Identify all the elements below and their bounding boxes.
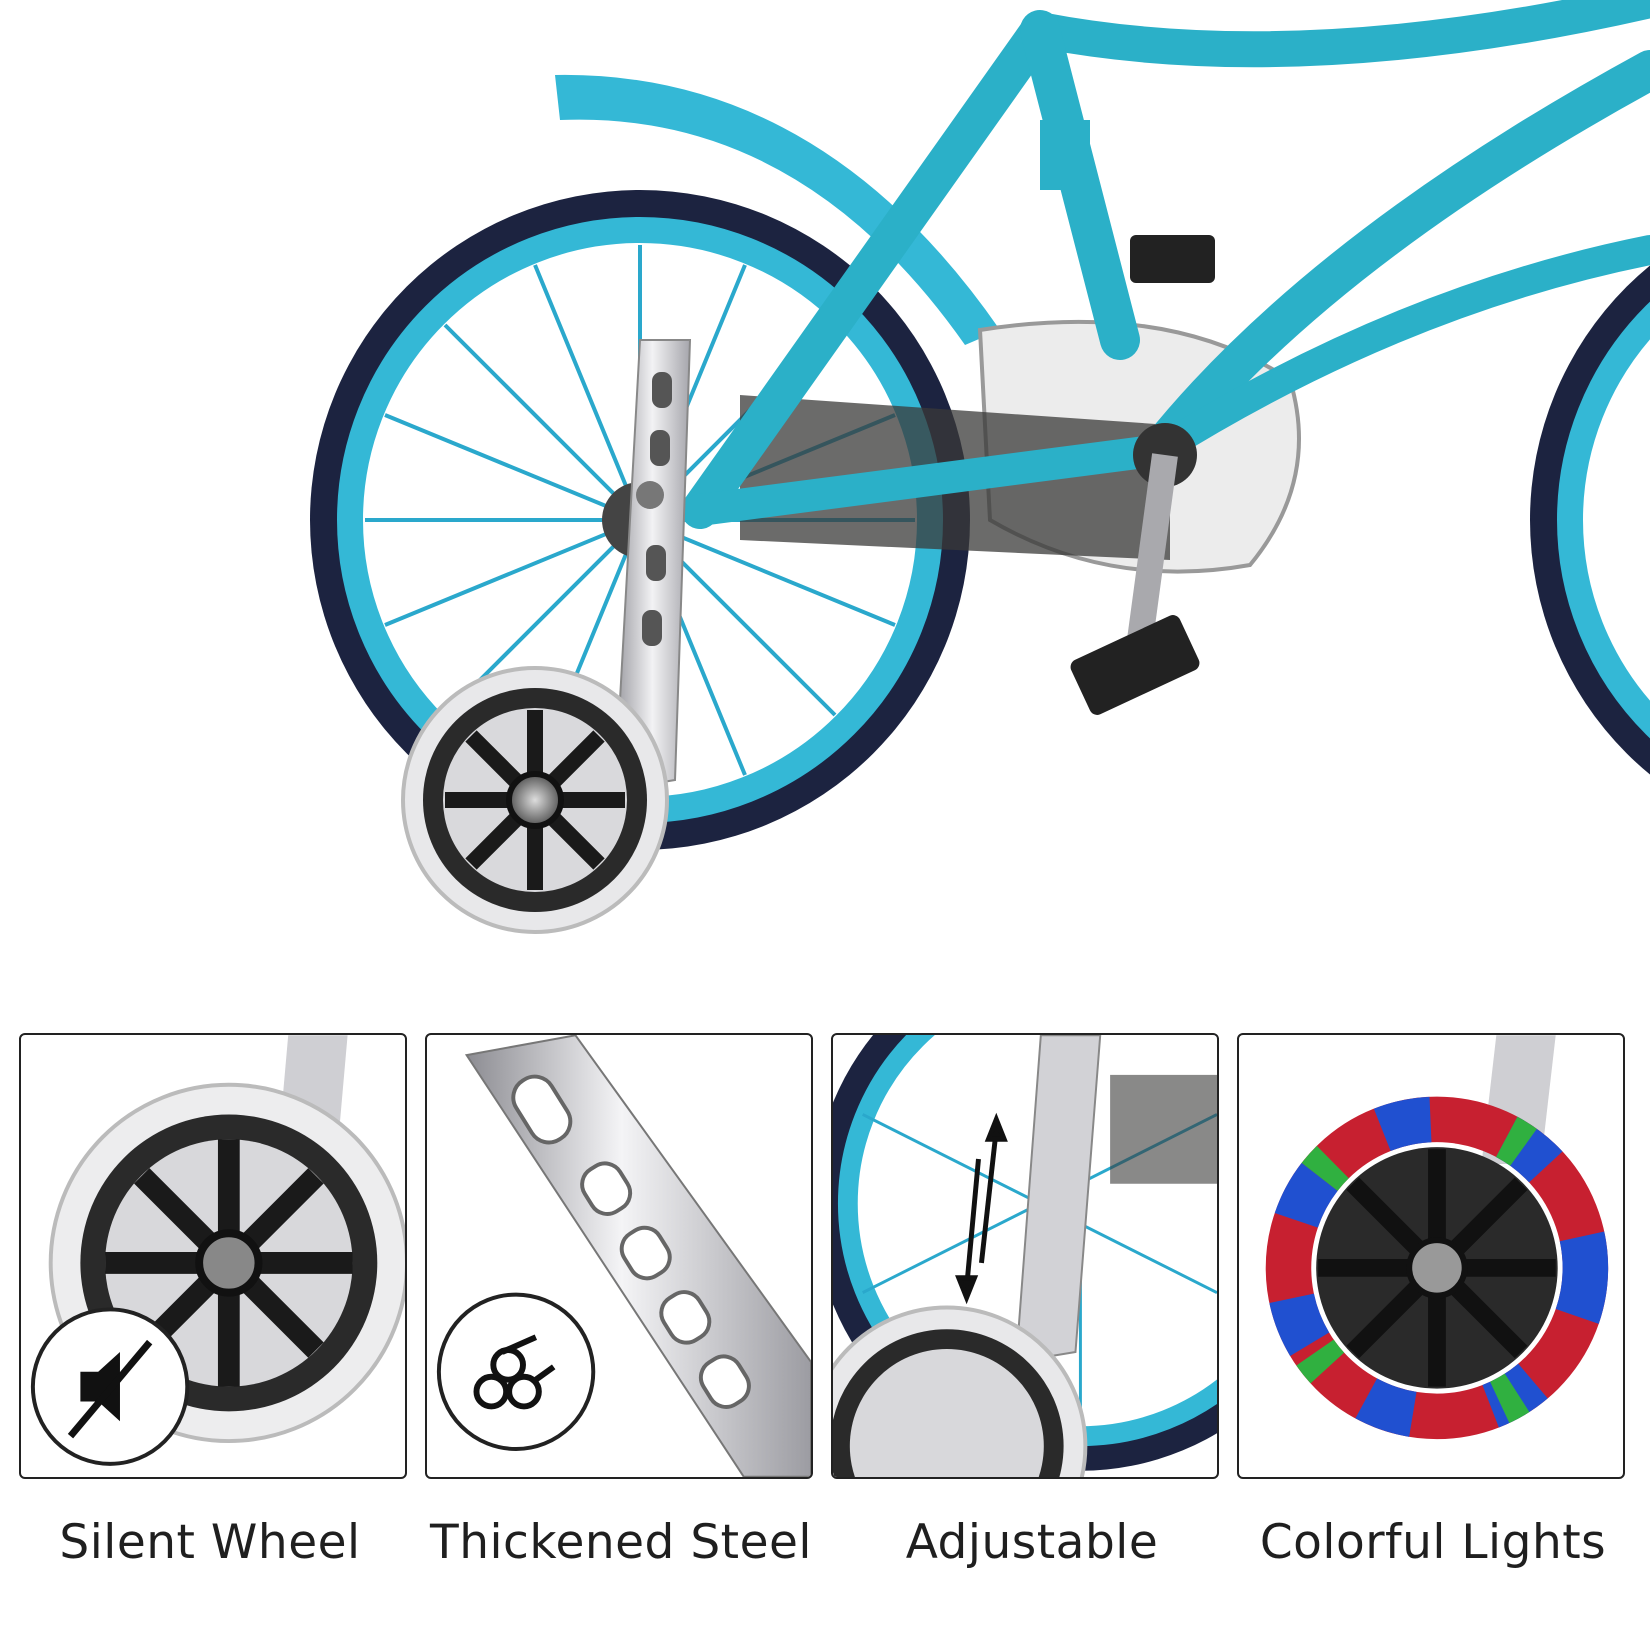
front-wheel-partial xyxy=(1530,265,1650,775)
up-down-arrows-icon xyxy=(955,1112,1008,1305)
steel-tubes-icon xyxy=(473,1334,556,1410)
light-up-wheel-photo xyxy=(1265,1035,1609,1440)
mute-speaker-icon xyxy=(67,1339,153,1439)
feature-panel-adjustable xyxy=(831,1033,1219,1479)
feature-panel-colorful-lights xyxy=(1237,1033,1625,1479)
caption-colorful-lights: Colorful Lights xyxy=(1259,1515,1607,1570)
caption-adjustable: Adjustable xyxy=(905,1515,1159,1570)
training-wheel-bracket xyxy=(613,339,692,792)
training-wheel xyxy=(401,666,669,934)
caption-silent-wheel: Silent Wheel xyxy=(59,1515,361,1570)
feature-panel-silent-wheel xyxy=(19,1033,407,1479)
caption-thickened-steel: Thickened Steel xyxy=(430,1515,812,1570)
adjustable-bracket-photo xyxy=(833,1035,1217,1477)
feature-panel-thickened-steel xyxy=(425,1033,813,1479)
bike-illustration xyxy=(310,0,1650,934)
light-up-wheel xyxy=(1265,1096,1609,1440)
silent-wheel-photo xyxy=(30,1035,405,1466)
rear-mudguard xyxy=(555,74,1000,345)
hero-bike-photo xyxy=(310,0,1650,934)
pedal-crank xyxy=(1070,235,1215,715)
steel-bracket-photo xyxy=(436,1035,811,1477)
